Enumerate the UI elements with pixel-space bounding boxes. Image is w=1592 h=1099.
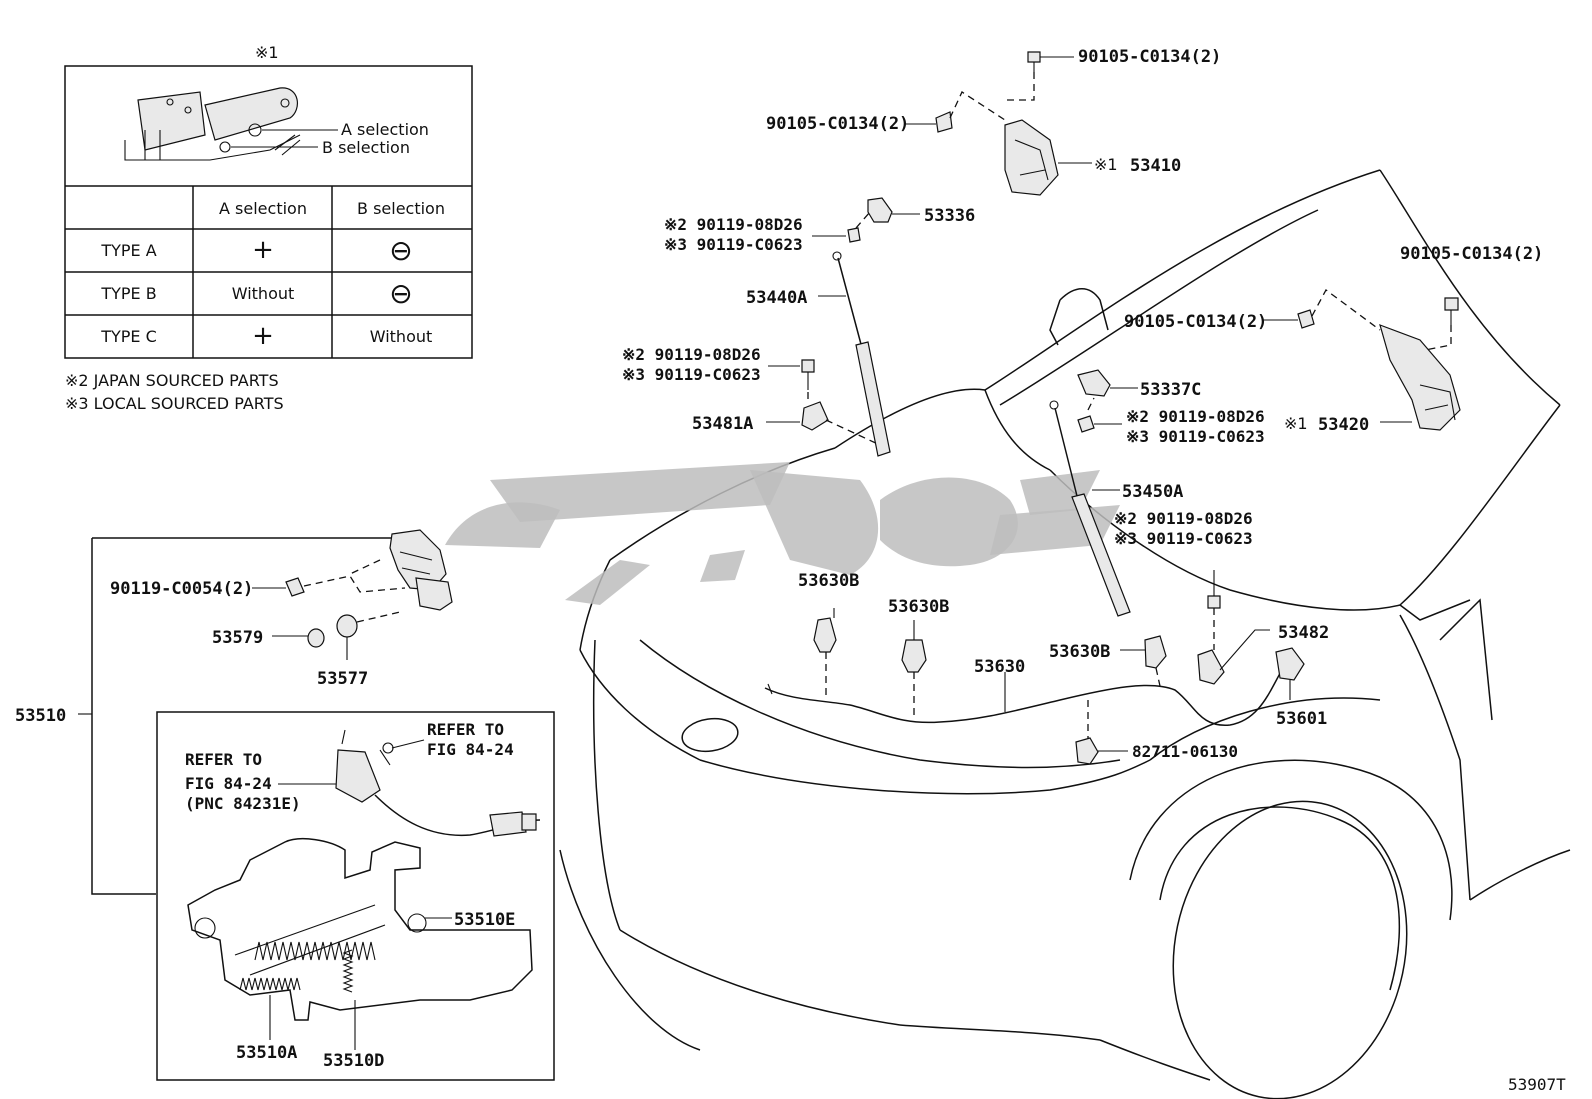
strut-53450a: 53450A — [1049, 400, 1183, 617]
callout-b-selection: B selection — [322, 138, 410, 157]
bracket-53337c-assembly: 53337C ※2 90119-08D26 ※3 90119-C0623 — [1077, 369, 1265, 446]
label-stud-g3-line1: ※2 90119-08D26 — [1126, 407, 1265, 426]
cell-type-b-b: ⊖ — [389, 277, 412, 310]
table-row-type-b: TYPE B — [100, 284, 156, 303]
label-bolt-hinge-left: 90105-C0134(2) — [766, 114, 909, 134]
label-stud-g3-line2: ※3 90119-C0623 — [1126, 427, 1265, 446]
table-header-b: B selection — [357, 199, 445, 218]
cell-type-c-a: + — [252, 321, 274, 351]
label-ref-right-2: FIG 84-24 — [427, 740, 514, 759]
label-ref-right-1: REFER TO — [427, 720, 504, 739]
hood-lock-group-53510: 53510 90119-C0054(2) 53579 53577 REFER T… — [15, 529, 555, 1081]
cell-type-c-b: Without — [370, 327, 433, 346]
table-row-type-a: TYPE A — [100, 241, 156, 260]
label-53336: 53336 — [924, 206, 975, 226]
label-stud-g2-line2: ※3 90119-C0623 — [622, 365, 761, 384]
label-mark-1-53410: ※1 — [1094, 155, 1118, 174]
label-stud-g2-line1: ※2 90119-08D26 — [622, 345, 761, 364]
label-stud-g4-line1: ※2 90119-08D26 — [1114, 509, 1253, 528]
table-mark: ※1 — [255, 43, 279, 62]
cell-type-b-a: Without — [232, 284, 295, 303]
label-53510d: 53510D — [323, 1051, 384, 1071]
label-53630b-1: 53630B — [798, 571, 859, 591]
label-bolt-hinge-r-left: 90105-C0134(2) — [1124, 312, 1267, 332]
label-53579: 53579 — [212, 628, 263, 648]
label-53630b-3: 53630B — [1049, 642, 1110, 662]
hinge-right-assembly: 90105-C0134(2) 90105-C0134(2) ※1 53420 — [1124, 244, 1543, 435]
cell-type-a-a: + — [252, 235, 274, 265]
label-53510: 53510 — [15, 706, 66, 726]
label-53510e: 53510E — [454, 910, 515, 930]
label-bolt-hinge-top: 90105-C0134(2) — [1078, 47, 1221, 67]
note-japan-sourced: ※2 JAPAN SOURCED PARTS — [65, 371, 279, 390]
label-stud-g4-line2: ※3 90119-C0623 — [1114, 529, 1253, 548]
hood-release-cable-53630: 53630B 53630B 53630B 53630 82711-06130 5… — [764, 571, 1327, 765]
hinge-left-assembly: 90105-C0134(2) 90105-C0134(2) ※1 53410 — [766, 47, 1221, 196]
label-53450a: 53450A — [1122, 482, 1183, 502]
callout-a-selection: A selection — [341, 120, 429, 139]
diagram-id: 53907T — [1508, 1075, 1566, 1094]
label-ref-left-3: (PNC 84231E) — [185, 794, 301, 813]
label-mark-1-53420: ※1 — [1284, 414, 1308, 433]
note-local-sourced: ※3 LOCAL SOURCED PARTS — [65, 394, 284, 413]
label-82711: 82711-06130 — [1132, 742, 1238, 761]
car-body-outline — [559, 169, 1571, 1099]
label-53577: 53577 — [317, 669, 368, 689]
label-53440a: 53440A — [746, 288, 807, 308]
label-53337c: 53337C — [1140, 380, 1201, 400]
bracket-53481a-assembly: ※2 90119-08D26 ※3 90119-C0623 53481A — [622, 345, 881, 446]
label-stud-g1-line2: ※3 90119-C0623 — [664, 235, 803, 254]
label-stud-g1-line1: ※2 90119-08D26 — [664, 215, 803, 234]
watermark-logo — [445, 462, 1120, 605]
strut-53440a: 53440A — [746, 251, 891, 457]
label-53510a: 53510A — [236, 1043, 297, 1063]
label-53482: 53482 — [1278, 623, 1329, 643]
bracket-53336-assembly: 53336 ※2 90119-08D26 ※3 90119-C0623 — [664, 197, 975, 254]
label-53630: 53630 — [974, 657, 1025, 677]
cell-type-a-b: ⊖ — [389, 234, 412, 267]
label-53420: 53420 — [1318, 415, 1369, 435]
label-53601: 53601 — [1276, 709, 1327, 729]
label-bolt-lock: 90119-C0054(2) — [110, 579, 253, 599]
label-53410: 53410 — [1130, 156, 1181, 176]
label-53630b-2: 53630B — [888, 597, 949, 617]
bracket-53482-assembly: ※2 90119-08D26 ※3 90119-C0623 53482 — [1114, 509, 1329, 685]
table-header-a: A selection — [219, 199, 307, 218]
label-bolt-hinge-r-top: 90105-C0134(2) — [1400, 244, 1543, 264]
label-ref-left-2: FIG 84-24 — [185, 774, 272, 793]
hinge-selection-drawing — [124, 87, 338, 161]
table-row-type-c: TYPE C — [100, 327, 157, 346]
selection-table: ※1 A selection B selection A selection B… — [64, 43, 473, 413]
label-ref-left-1: REFER TO — [185, 750, 262, 769]
label-53481a: 53481A — [692, 414, 753, 434]
